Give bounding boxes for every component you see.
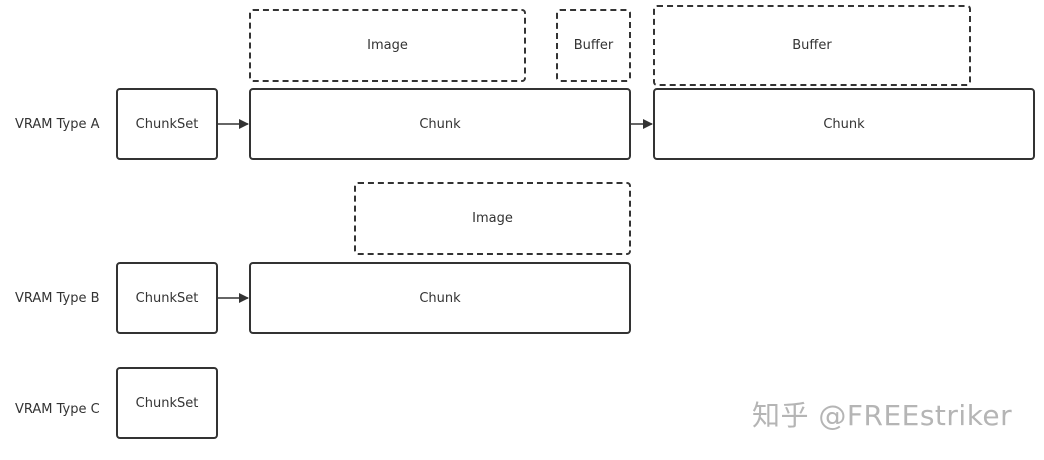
- chunkset-b: ChunkSet: [116, 262, 218, 334]
- allocation-a1-image: Image: [249, 9, 526, 82]
- allocation-b1-image: Image: [354, 182, 631, 255]
- row-label-vram-type-c: VRAM Type C: [15, 402, 100, 417]
- chunkset-a: ChunkSet: [116, 88, 218, 160]
- chunk-a2: Chunk: [653, 88, 1035, 160]
- chunk-b1: Chunk: [249, 262, 631, 334]
- row-label-vram-type-a: VRAM Type A: [15, 117, 100, 132]
- allocation-a1-buffer: Buffer: [556, 9, 631, 82]
- chunkset-c: ChunkSet: [116, 367, 218, 439]
- row-label-vram-type-b: VRAM Type B: [15, 291, 100, 306]
- chunk-a1: Chunk: [249, 88, 631, 160]
- allocation-a2-buffer: Buffer: [653, 5, 971, 86]
- watermark: 知乎 @FREEstriker: [752, 399, 1013, 432]
